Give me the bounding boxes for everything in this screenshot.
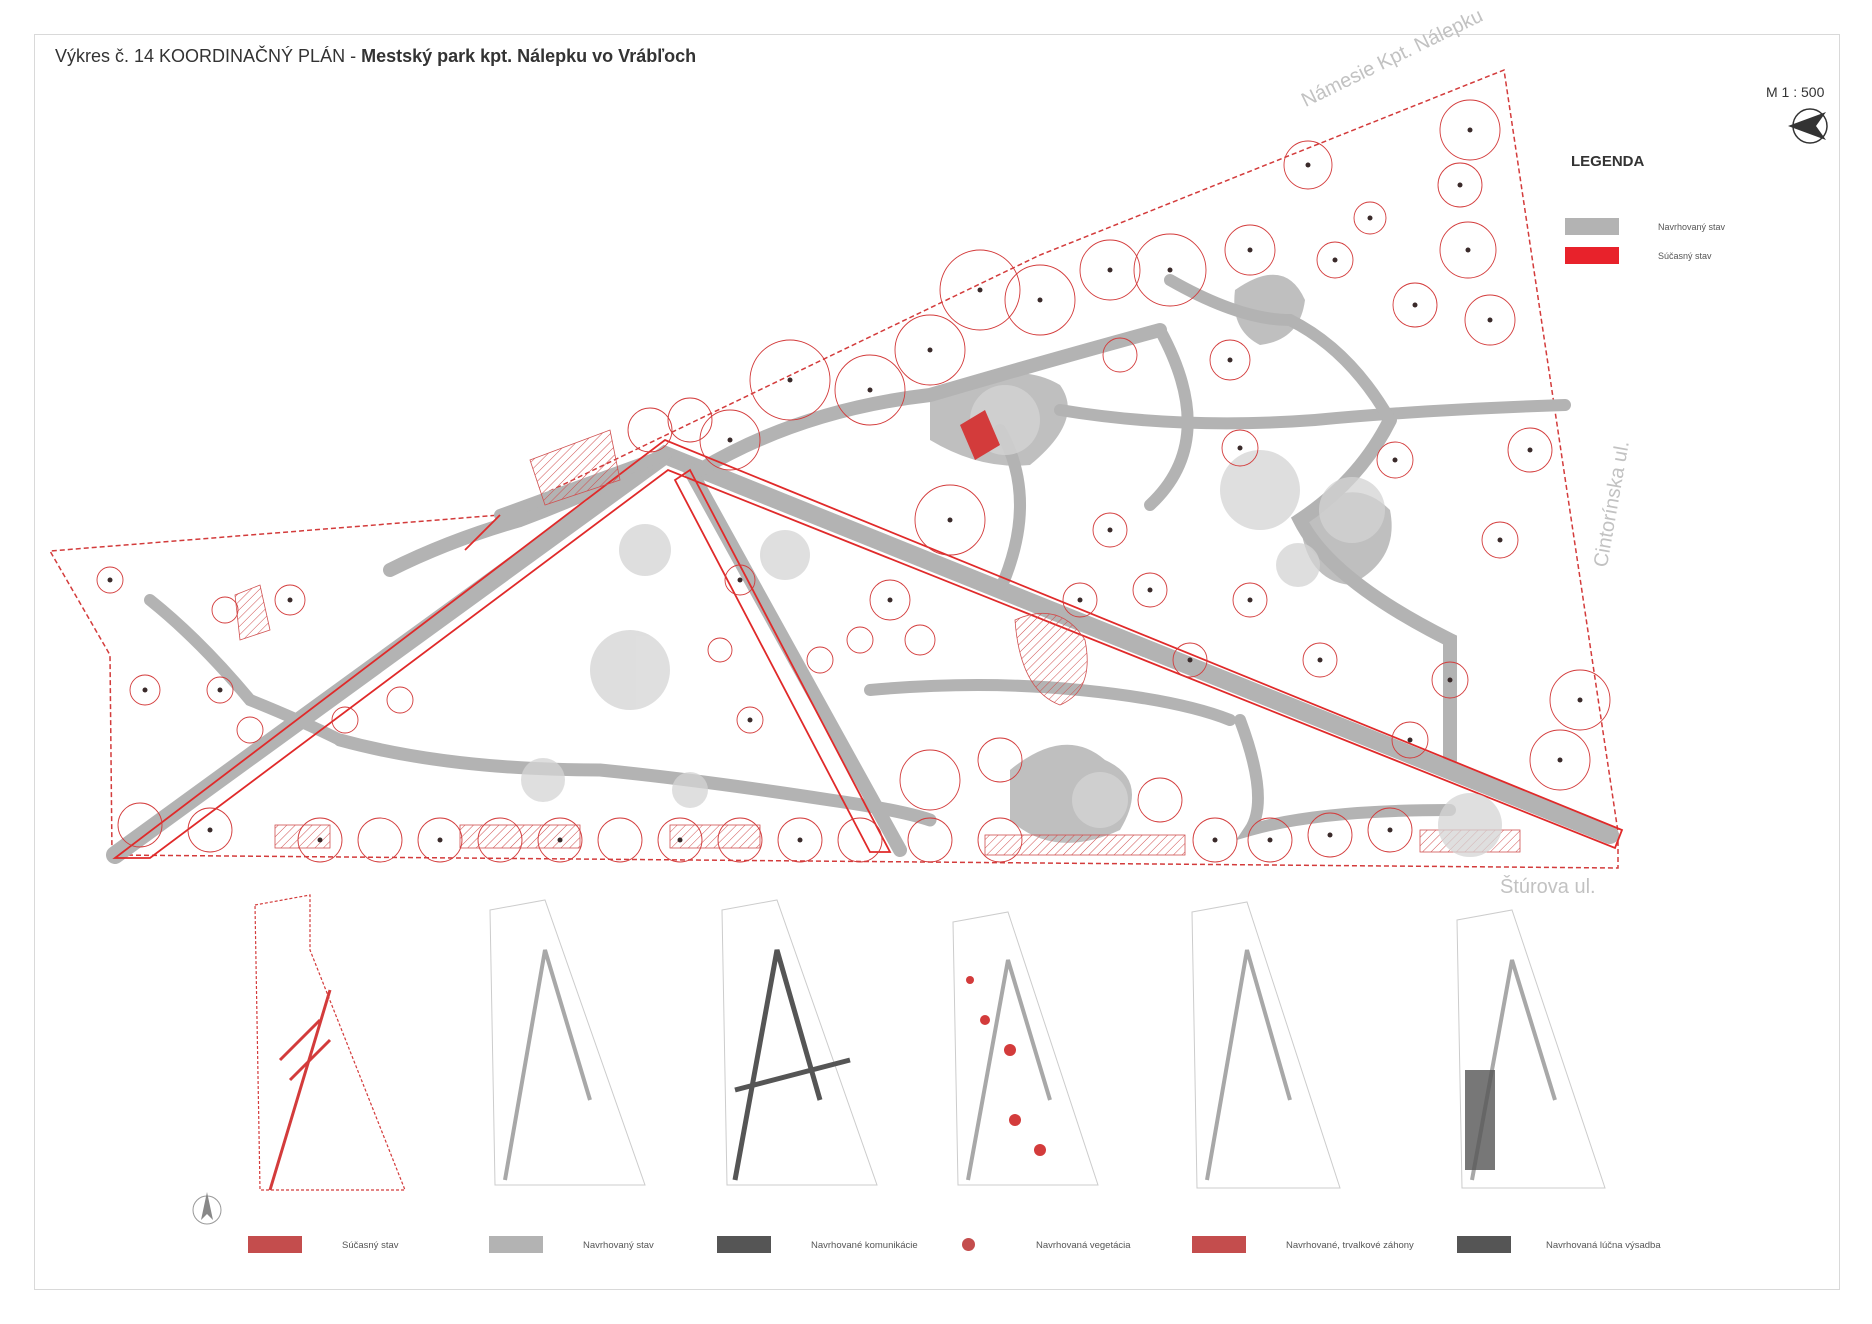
existing-building [960,410,1000,460]
bottom-legend-label-perennial: Navrhované, trvalkové záhony [1286,1240,1414,1251]
north-arrow-icon [1788,108,1828,144]
legend-swatch-current [1565,247,1619,264]
bottom-legend-swatch-current [248,1236,302,1253]
park-boundary [48,68,1619,869]
phase-thumbnails [254,894,1606,1191]
drawing-title: Výkres č. 14 KOORDINAČNÝ PLÁN - Mestský … [55,46,697,66]
proposed-paths [106,274,1619,864]
bottom-legend-label-vegetation: Navrhovaná vegetácia [1036,1240,1131,1251]
bottom-legend-label-meadow: Navrhovaná lúčna výsadba [1546,1240,1661,1251]
tree-symbols [96,99,1611,863]
legend-swatch-proposed [1565,218,1619,235]
street-label-south: Štúrova ul. [1500,876,1596,898]
bottom-legend-swatch-perennial [1192,1236,1246,1253]
legend-title: LEGENDA [1571,153,1645,170]
legend-label-proposed: Navrhovaný stav [1658,222,1726,232]
legend-label-current: Súčasný stav [1658,251,1712,261]
tree-centers [107,127,1583,843]
north-arrow-small-icon [192,1192,222,1225]
scale-label: M 1 : 500 [1766,84,1825,100]
bottom-legend-label-proposed: Navrhovaný stav [583,1240,654,1251]
bottom-legend-swatch-meadow [1457,1236,1511,1253]
bottom-legend-dot-vegetation [962,1238,975,1251]
bottom-legend-label-current: Súčasný stav [342,1240,399,1251]
drawing-sheet [34,34,1840,1290]
bottom-legend-label-roads: Navrhované komunikácie [811,1240,918,1251]
bottom-legend-swatch-proposed [489,1236,543,1253]
current-roads [112,438,1624,859]
bottom-legend-swatch-roads [717,1236,771,1253]
